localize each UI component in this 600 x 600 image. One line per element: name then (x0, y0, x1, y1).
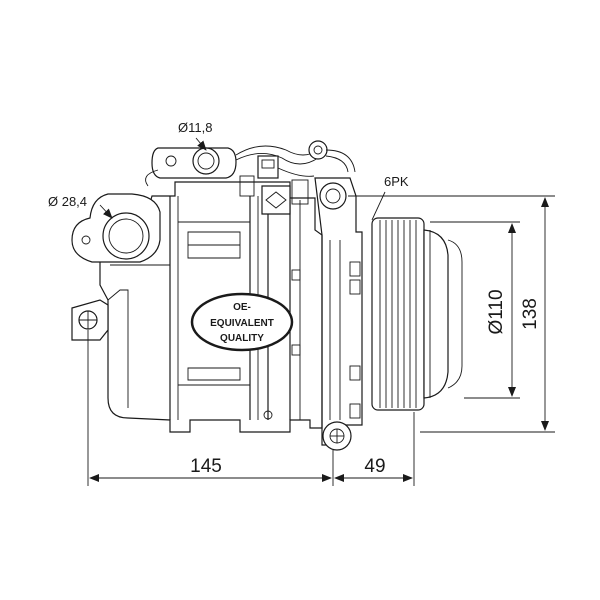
badge-line-2: EQUIVALENT (210, 318, 274, 329)
badge-line-3: QUALITY (220, 333, 264, 344)
label-body-width: 145 (190, 456, 222, 477)
large-port-flange (71, 193, 161, 263)
label-pulley-diameter: Ø110 (486, 289, 507, 334)
badge-line-1: OE- (233, 302, 251, 313)
small-port-flange (145, 147, 237, 187)
label-overall-height: 138 (520, 298, 541, 330)
label-large-port-diameter: Ø 28,4 (48, 194, 87, 209)
front-plate (314, 177, 363, 451)
label-pulley-width: 49 (364, 456, 385, 477)
electrical-connector (235, 140, 356, 215)
dimension-lines (87, 137, 555, 486)
label-belt-profile: 6PK (384, 174, 409, 189)
label-small-port-diameter: Ø11,8 (178, 120, 212, 135)
oe-quality-badge: OE- EQUIVALENT QUALITY (190, 292, 294, 352)
mounting-ear (71, 299, 109, 341)
pulley (371, 217, 463, 411)
